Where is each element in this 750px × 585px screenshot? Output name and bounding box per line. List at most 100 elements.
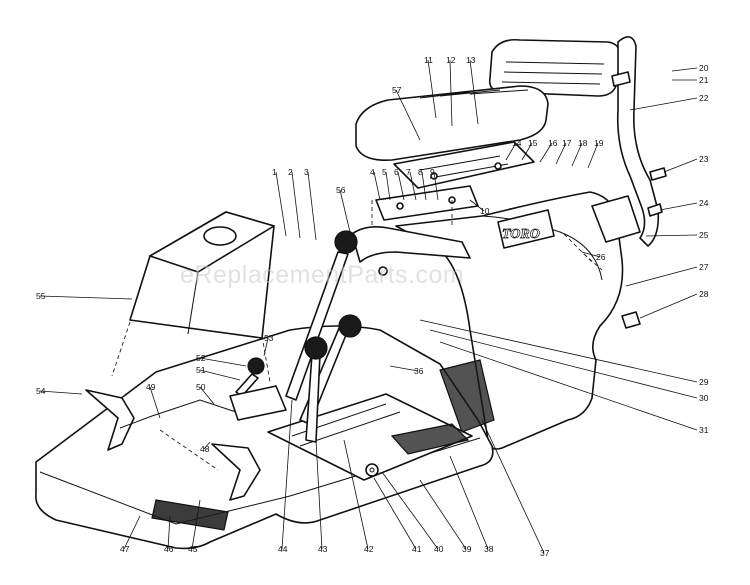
callout-leader-22 — [629, 97, 698, 111]
callout-56: 56 — [336, 185, 346, 195]
callout-leader-20 — [671, 67, 698, 72]
callout-leader-4 — [373, 171, 381, 201]
callout-49: 49 — [146, 382, 156, 392]
lever-right — [304, 336, 328, 443]
callout-leader-26 — [581, 251, 601, 258]
callout-54: 54 — [36, 386, 46, 396]
callout-28: 28 — [699, 289, 709, 299]
assembly-lines — [111, 200, 603, 383]
callout-27: 27 — [699, 262, 709, 272]
footboard-deck — [35, 325, 494, 550]
hardware-bolts — [611, 71, 667, 329]
brake-rod — [119, 399, 237, 471]
callout-leader-8 — [421, 171, 427, 201]
callout-2: 2 — [288, 167, 293, 177]
callout-53: 53 — [264, 333, 274, 343]
callout-leader-24 — [659, 202, 698, 211]
callout-29: 29 — [699, 377, 709, 387]
callout-leader-18 — [571, 142, 583, 167]
callout-57: 57 — [392, 85, 402, 95]
watermark: eReplacementParts.com — [180, 261, 464, 289]
callout-1: 1 — [272, 167, 277, 177]
shift-plate — [229, 385, 287, 421]
callout-15: 15 — [528, 138, 538, 148]
callout-43: 43 — [318, 544, 328, 554]
callout-4: 4 — [370, 167, 375, 177]
callout-11: 11 — [424, 55, 433, 65]
callout-13: 13 — [466, 55, 476, 65]
callout-leader-23 — [663, 158, 698, 173]
callout-leader-51 — [199, 369, 241, 381]
callout-16: 16 — [548, 138, 558, 148]
callout-8: 8 — [418, 167, 423, 177]
callout-leader-16 — [539, 142, 553, 163]
callout-leader-38 — [449, 455, 489, 550]
callout-leader-48 — [203, 441, 211, 450]
callout-leader-13 — [469, 59, 479, 125]
callout-21: 21 — [699, 75, 709, 85]
callout-23: 23 — [699, 154, 709, 164]
callout-leader-3 — [307, 171, 317, 241]
callout-20: 20 — [699, 63, 709, 73]
callout-47: 47 — [120, 544, 130, 554]
callout-leader-10 — [469, 199, 485, 212]
steering-console — [351, 226, 471, 276]
callout-leader-9 — [433, 171, 439, 201]
callout-40: 40 — [434, 544, 444, 554]
callout-36: 36 — [414, 366, 424, 376]
callout-leader-12 — [449, 59, 453, 127]
callout-3: 3 — [304, 167, 309, 177]
callout-leader-46 — [167, 515, 171, 550]
callout-22: 22 — [699, 93, 709, 103]
callout-18: 18 — [578, 138, 588, 148]
callout-48: 48 — [200, 444, 210, 454]
callout-leader-6 — [397, 171, 405, 201]
callout-leader-39 — [419, 479, 467, 550]
battery-cover — [129, 211, 275, 339]
callout-leader-29 — [419, 319, 698, 383]
callout-leader-37 — [481, 419, 545, 554]
callout-7: 7 — [406, 167, 411, 177]
callout-17: 17 — [562, 138, 572, 148]
callout-41: 41 — [412, 544, 422, 554]
callout-26: 26 — [596, 252, 606, 262]
callout-leader-2 — [291, 171, 301, 239]
callout-leader-19 — [587, 142, 599, 169]
callout-leader-36 — [389, 365, 419, 372]
callout-45: 45 — [188, 544, 198, 554]
callout-38: 38 — [484, 544, 494, 554]
callout-leader-15 — [521, 142, 533, 161]
callout-leader-49 — [149, 386, 161, 419]
callout-leader-45 — [191, 499, 201, 550]
callout-leader-55 — [39, 295, 133, 300]
callout-leader-30 — [429, 329, 698, 399]
callout-10: 10 — [480, 206, 490, 216]
callout-leader-27 — [625, 266, 698, 287]
callout-6: 6 — [394, 167, 399, 177]
callout-12: 12 — [446, 55, 456, 65]
callout-9: 9 — [430, 167, 435, 177]
callout-14: 14 — [512, 138, 522, 148]
callout-leader-57 — [395, 89, 421, 141]
callout-leader-17 — [555, 142, 567, 165]
callout-leader-52 — [199, 357, 247, 367]
pedal-right — [211, 443, 261, 501]
handle-bar — [616, 36, 660, 247]
callout-leader-7 — [409, 171, 417, 201]
deck-decal — [151, 499, 229, 531]
callout-leader-50 — [199, 386, 215, 405]
callout-leader-31 — [439, 341, 698, 431]
callout-leader-28 — [639, 293, 698, 319]
callout-19: 19 — [594, 138, 604, 148]
callout-leader-56 — [339, 189, 351, 233]
floor-mat — [390, 359, 495, 455]
callout-5: 5 — [382, 167, 387, 177]
callout-leader-54 — [39, 390, 83, 395]
callout-30: 30 — [699, 393, 709, 403]
brand-text: TORO — [502, 227, 540, 242]
callout-leader-42 — [343, 439, 369, 550]
callout-leader-44 — [281, 399, 293, 550]
callout-leader-5 — [385, 171, 391, 201]
